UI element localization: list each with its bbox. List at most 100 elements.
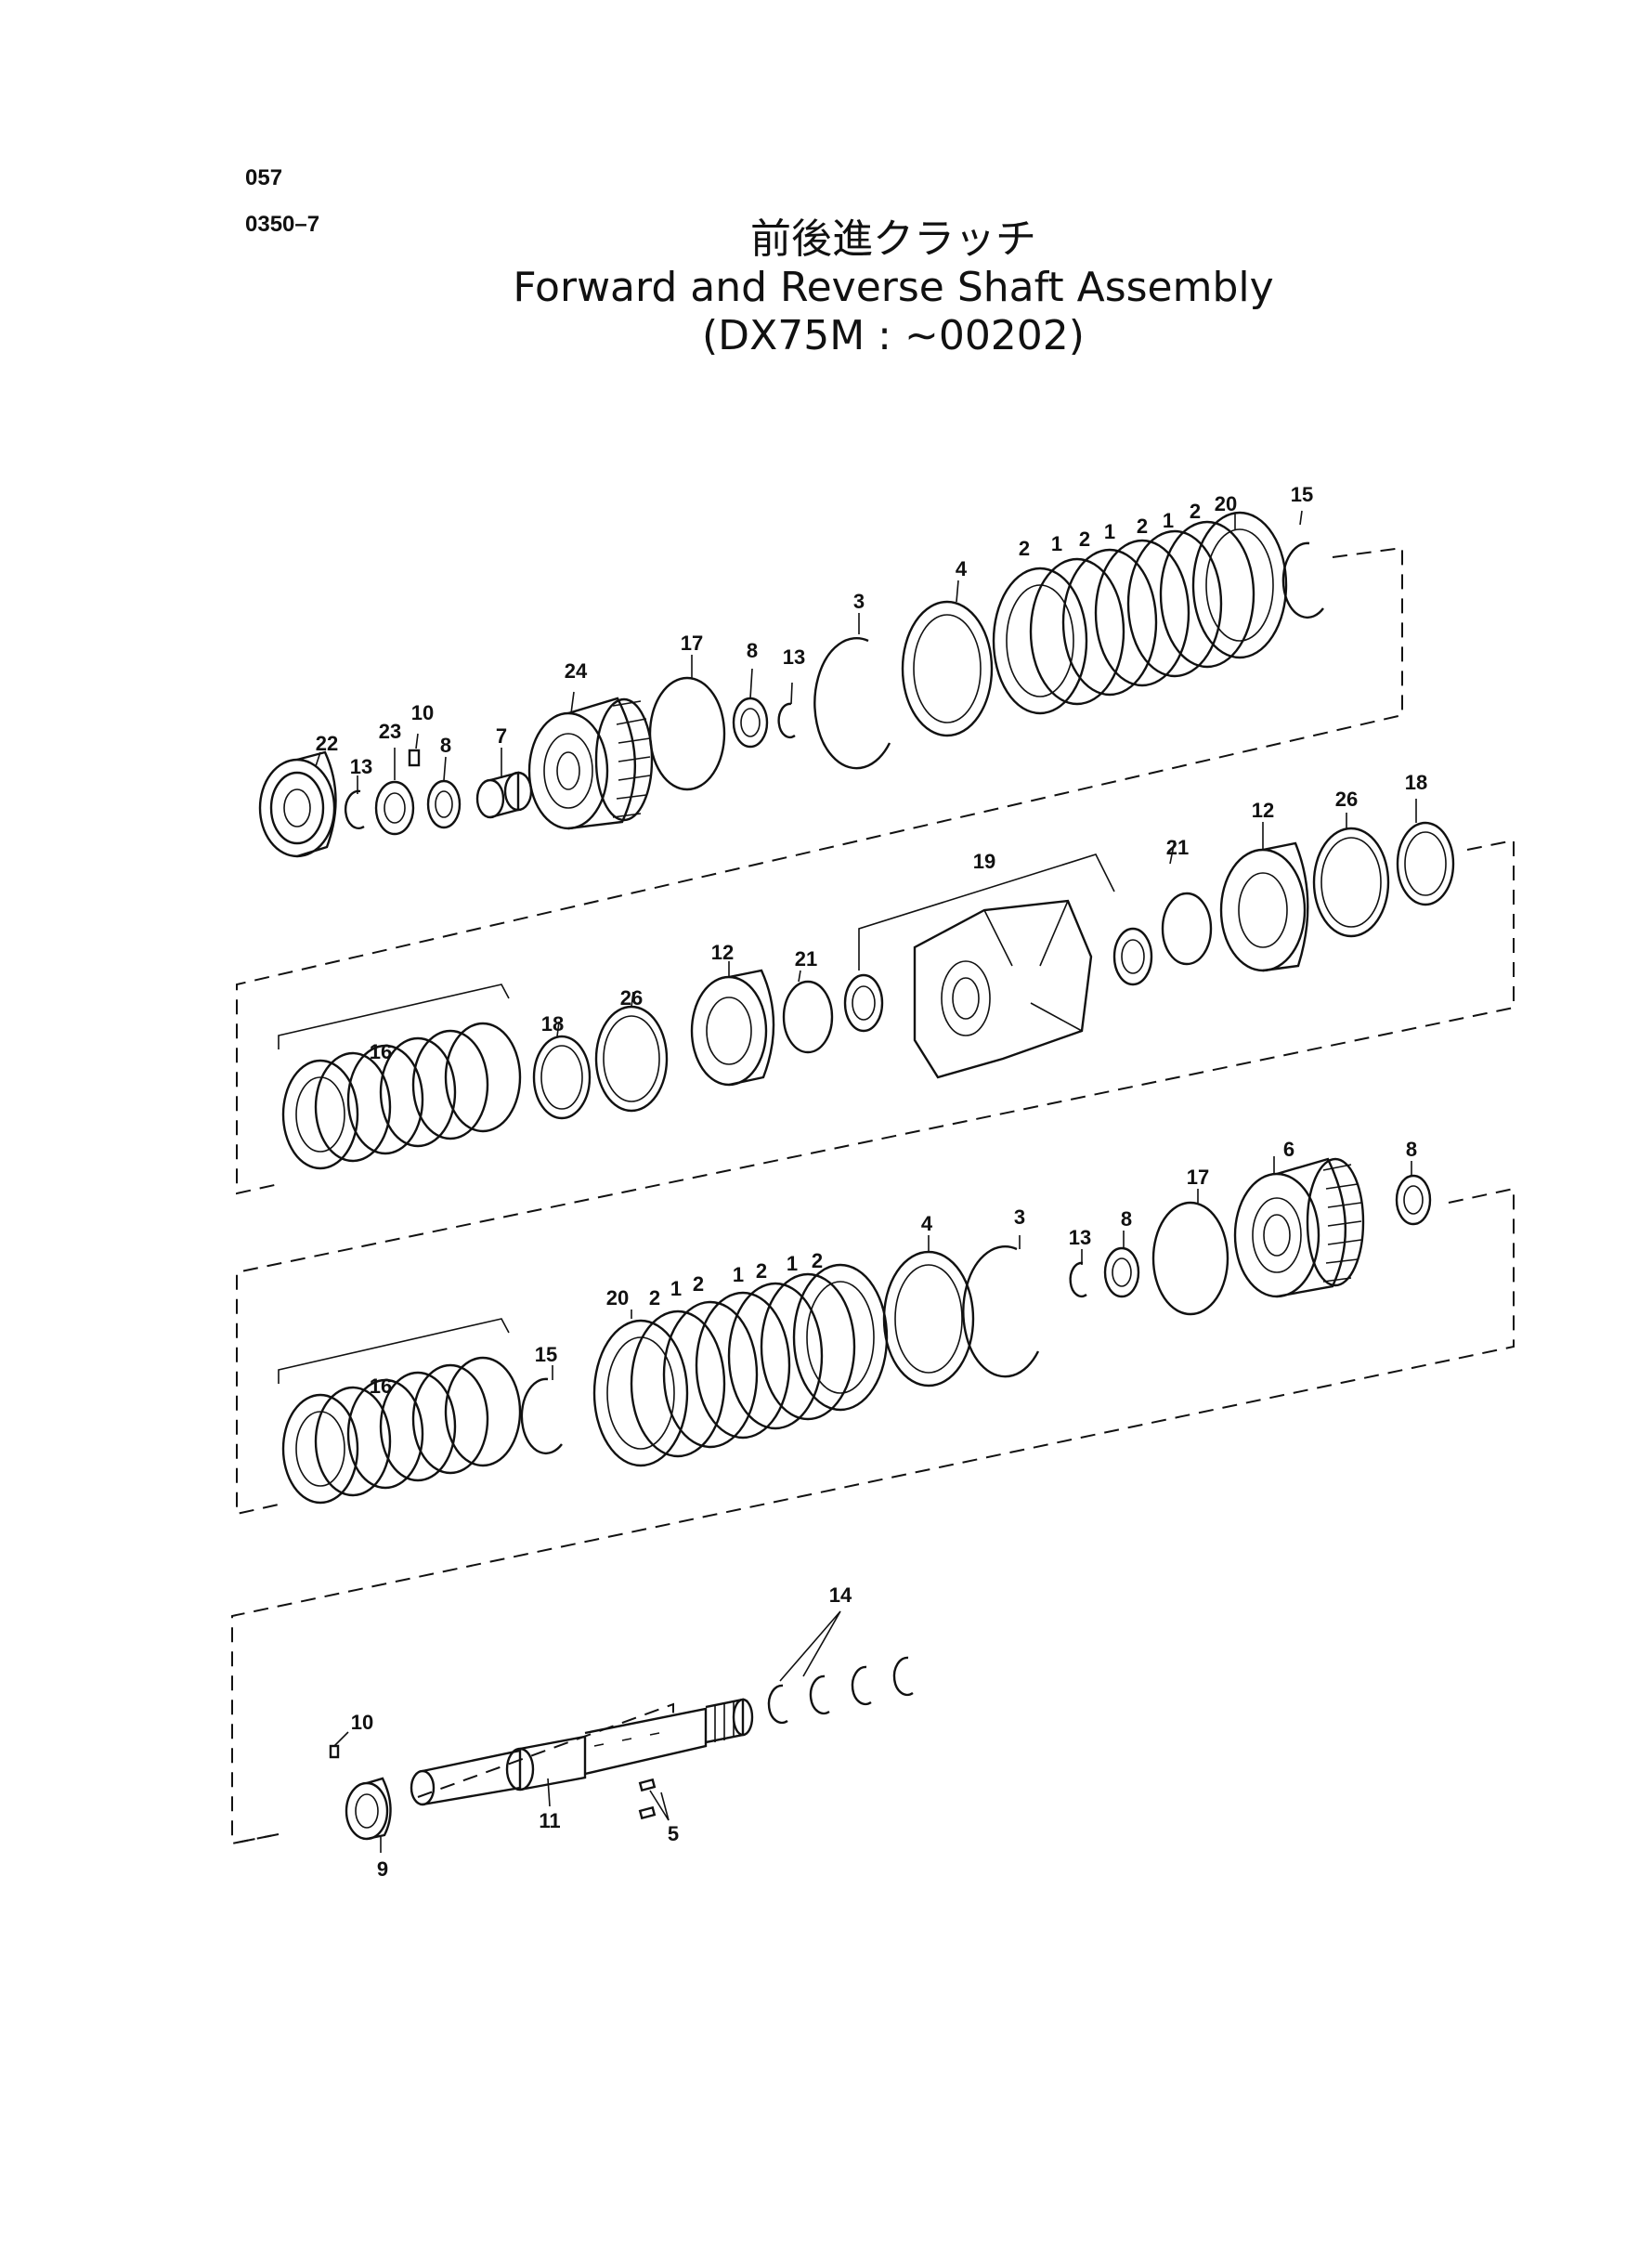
- callout-19: 19: [973, 850, 995, 873]
- callout-8: 8: [1121, 1207, 1132, 1231]
- callout-13: 13: [1069, 1226, 1091, 1249]
- callout-5: 5: [668, 1822, 679, 1845]
- callout-8: 8: [1406, 1138, 1417, 1161]
- piston-12b: [1219, 841, 1309, 972]
- callout-2: 2: [1190, 500, 1201, 523]
- gear-6: [1233, 1157, 1365, 1298]
- callout-14: 14: [829, 1583, 852, 1607]
- callout-2: 2: [1137, 515, 1148, 538]
- row-1-parts: [258, 511, 1324, 858]
- callout-22: 22: [316, 732, 338, 755]
- callout-15: 15: [1291, 483, 1313, 506]
- callout-24: 24: [565, 659, 588, 683]
- assembly-guide-lines: [231, 546, 1515, 1845]
- callout-21: 21: [1166, 836, 1189, 859]
- callout-13: 13: [783, 645, 805, 669]
- callout-6: 6: [1283, 1138, 1294, 1161]
- callout-8: 8: [747, 639, 758, 662]
- seal-ring-17: [648, 676, 726, 791]
- callout-1: 1: [787, 1252, 798, 1275]
- snap-ring-15b: [520, 1377, 563, 1454]
- ring-18: [532, 1035, 592, 1120]
- callout-10: 10: [351, 1711, 373, 1734]
- callout-1: 1: [670, 1277, 682, 1300]
- title-english: Forward and Reverse Shaft Assembly: [513, 264, 1274, 311]
- seal-ring-17b: [1151, 1201, 1229, 1316]
- title-japanese: 前後進クラッチ: [750, 215, 1036, 263]
- callout-4: 4: [921, 1212, 933, 1235]
- clutch-housing-19: [843, 853, 1153, 1079]
- callout-3: 3: [1014, 1205, 1025, 1229]
- callout-2: 2: [649, 1286, 660, 1309]
- snap-ring-13c: [1069, 1261, 1087, 1298]
- callout-2: 2: [693, 1272, 704, 1296]
- row-2-parts: [278, 821, 1455, 1170]
- end-plate-4b: [882, 1250, 975, 1388]
- washer-8d: [1395, 1174, 1432, 1226]
- callout-23: 23: [379, 720, 401, 743]
- callout-3: 3: [853, 590, 865, 613]
- row-3-parts: [278, 1157, 1432, 1505]
- callout-1: 1: [1163, 509, 1174, 532]
- bushing-7: [475, 771, 533, 819]
- seal-26b: [1312, 827, 1390, 938]
- callout-4: 4: [956, 557, 968, 580]
- callout-20: 20: [1215, 492, 1237, 515]
- callout-1: 1: [1051, 532, 1062, 555]
- seal-ring-21: [782, 980, 834, 1054]
- clutch-pack-row1: [992, 511, 1288, 715]
- snap-ring-3: [813, 637, 891, 770]
- pin-10b: [329, 1744, 340, 1759]
- piston-12: [690, 969, 775, 1087]
- page-number: 057: [245, 165, 283, 190]
- washer-23: [374, 780, 415, 836]
- callout-15: 15: [535, 1343, 557, 1366]
- bearing-22: [258, 750, 337, 858]
- callout-13: 13: [350, 755, 372, 778]
- row-4-parts: [329, 1610, 914, 1841]
- title-block: 前後進クラッチ Forward and Reverse Shaft Assemb…: [0, 215, 1652, 360]
- spring-pack-16b: [278, 1318, 522, 1505]
- callout-2: 2: [812, 1249, 823, 1272]
- washer-8b: [732, 697, 769, 749]
- callout-2: 2: [1019, 537, 1030, 560]
- callout-labels: 22 13 23 10 8 7 24 17 8 13 3 4 2 1 2 1 2…: [316, 483, 1427, 1881]
- end-plate-4: [901, 600, 994, 737]
- snap-ring-3b: [962, 1245, 1040, 1378]
- callout-12: 12: [711, 941, 734, 964]
- callout-21: 21: [795, 947, 817, 971]
- callout-20: 20: [606, 1286, 629, 1309]
- pin-10: [408, 749, 421, 767]
- gear-24: [527, 697, 654, 830]
- figure-code: 0350–7: [245, 212, 320, 237]
- callout-16: 16: [370, 1375, 392, 1398]
- ring-18b: [1396, 821, 1455, 906]
- callout-17: 17: [681, 632, 703, 655]
- callout-1: 1: [1104, 520, 1115, 543]
- snap-ring-13: [344, 789, 365, 829]
- callout-1: 1: [733, 1263, 744, 1286]
- seal-ring-21b: [1161, 892, 1213, 966]
- callout-11: 11: [539, 1809, 560, 1832]
- callout-leaders: [315, 510, 1417, 1853]
- washer-8: [426, 779, 462, 829]
- callout-10: 10: [411, 701, 434, 724]
- callout-18: 18: [1405, 771, 1427, 794]
- keys-5: [638, 1778, 670, 1821]
- callout-8: 8: [440, 734, 451, 757]
- washer-8c: [1103, 1246, 1140, 1298]
- seal-26: [594, 1005, 669, 1113]
- snap-ring-13b: [777, 702, 796, 739]
- snap-ring-15: [1281, 541, 1324, 619]
- callout-12: 12: [1252, 799, 1274, 822]
- shaft-11: [410, 1698, 754, 1806]
- callout-7: 7: [496, 724, 507, 748]
- callout-18: 18: [541, 1012, 564, 1036]
- callout-26: 26: [1335, 788, 1358, 811]
- callout-9: 9: [377, 1857, 388, 1881]
- title-model-range: (DX75M : ∼00202): [702, 312, 1085, 359]
- callout-26: 26: [620, 986, 643, 1010]
- spring-pack-16: [278, 984, 522, 1170]
- clutch-pack-row3: [592, 1263, 889, 1467]
